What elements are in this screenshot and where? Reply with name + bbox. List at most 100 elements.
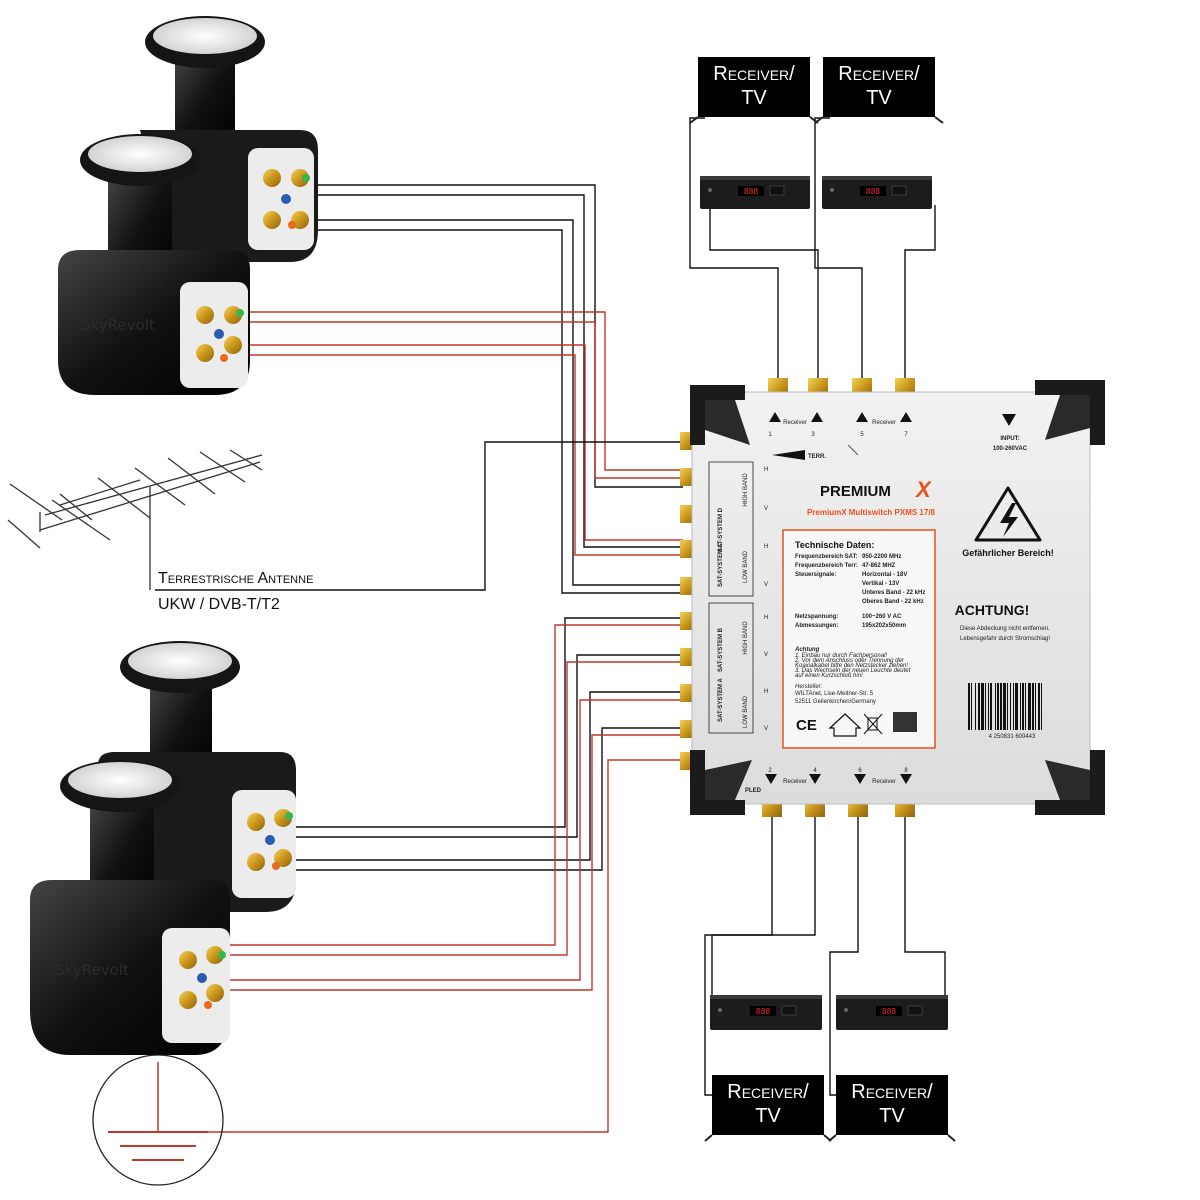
cable-lnb1-d bbox=[312, 229, 683, 594]
tv-top-left: Receiver/ TV bbox=[689, 57, 819, 124]
brand-name: PREMIUM bbox=[820, 483, 891, 500]
h-label: H bbox=[764, 544, 768, 550]
tech-row-label: Steuersignale: bbox=[795, 572, 836, 578]
tv-bottom-left: Receiver/ TV bbox=[704, 1075, 832, 1142]
cable-receiver-1 bbox=[689, 117, 779, 378]
port-label-1: 1 bbox=[768, 432, 772, 438]
receiver-label-top-a: Receiver bbox=[783, 420, 807, 426]
settop-box-bottom-left: 888 bbox=[710, 995, 822, 1030]
h-label: H bbox=[764, 689, 768, 695]
input-label: INPUT: bbox=[1000, 436, 1019, 442]
barcode-bar bbox=[1032, 683, 1034, 730]
tech-row-label: Abmessungen: bbox=[795, 623, 838, 629]
brand-x: X bbox=[914, 477, 932, 502]
cable-lnb1-c bbox=[312, 219, 683, 586]
bottom-receiver-labels: 2 4 6 8 Receiver Receiver PLED bbox=[745, 768, 912, 794]
home-icon bbox=[828, 713, 862, 737]
port-label-8: 8 bbox=[904, 768, 908, 774]
cable-lnb3-c bbox=[295, 691, 683, 861]
note-line: auf einen Kurzschluß hin! bbox=[795, 673, 863, 679]
multiswitch: Receiver Receiver 1 3 5 7 INPUT: 100-260… bbox=[680, 378, 1105, 817]
barcode-bar bbox=[1041, 683, 1042, 730]
barcode-bar bbox=[1010, 683, 1011, 730]
high-band-label: HIGH BAND bbox=[743, 621, 749, 655]
cable-lnb4-b bbox=[228, 661, 683, 956]
cable-receiver-4 bbox=[711, 815, 816, 1005]
low-band-label: LOW BAND bbox=[743, 550, 749, 583]
settop-box-top-left: 888 bbox=[700, 176, 810, 209]
barcode-bar bbox=[1038, 683, 1040, 730]
barcode-number: 4 250831 600443 bbox=[989, 734, 1036, 740]
settop-box-bottom-right: 888 bbox=[836, 995, 948, 1030]
cable-lnb4-c bbox=[228, 699, 683, 981]
barcode-bar bbox=[1022, 683, 1024, 730]
sat-system-b: SAT-SYSTEM B bbox=[718, 627, 724, 672]
port-label-3: 3 bbox=[811, 432, 815, 438]
tv-label-line1: Receiver/ bbox=[713, 63, 795, 85]
cable-terrestrial bbox=[155, 441, 683, 591]
v-label: V bbox=[764, 582, 768, 588]
svg-text:888: 888 bbox=[756, 1007, 771, 1016]
receiver-label-bottom-a: Receiver bbox=[783, 779, 807, 785]
note-line: 2. Vor dem Anschluss oder Trennung der bbox=[794, 658, 905, 664]
danger-text: Gefährlicher Bereich! bbox=[962, 548, 1054, 558]
terr-label: TERR. bbox=[808, 454, 826, 460]
v-label: V bbox=[764, 506, 768, 512]
notes: 1. Einbau nur durch Fachpersonal!2. Vor … bbox=[794, 653, 911, 679]
cable-lnb2-d bbox=[245, 354, 683, 556]
tv-label-line1: Receiver/ bbox=[838, 63, 920, 85]
warning-line-1: Diese Abdeckung nicht entfernen. bbox=[960, 626, 1050, 632]
v-label: V bbox=[764, 652, 768, 658]
achtung-title: ACHTUNG! bbox=[955, 602, 1030, 618]
note-line: Koaxialkabel bitte den Netzstecker ziehe… bbox=[795, 663, 908, 669]
tech-data-rows: Frequenzbereich SAT:950-2200 MHzFrequenz… bbox=[795, 554, 925, 629]
input-value: 100-260VAC bbox=[993, 446, 1028, 452]
receiver-label-bottom-b: Receiver bbox=[872, 779, 896, 785]
tech-row-label: Netzspannung: bbox=[795, 614, 838, 620]
weee-bin-icon bbox=[863, 713, 883, 735]
cable-lnb3-d bbox=[295, 727, 683, 871]
tech-row-value: Oberes Band - 22 kHz bbox=[862, 599, 924, 605]
tech-row-value: Horizontal - 18V bbox=[862, 572, 907, 578]
high-band-label: HIGH BAND bbox=[743, 473, 749, 507]
cable-ground bbox=[140, 759, 683, 1133]
barcode bbox=[968, 683, 1042, 730]
barcode-bar bbox=[981, 683, 984, 730]
barcode-bar bbox=[975, 683, 976, 730]
achtung-small: Achtung bbox=[794, 647, 820, 653]
address-line-2: 52511 Geilenkirchen/Germany bbox=[795, 699, 876, 705]
sat-system-d: SAT-SYSTEM D bbox=[718, 507, 724, 552]
model-name: PremiumX Multiswitch PXMS 17/8 bbox=[807, 508, 936, 517]
terrestrial-antenna bbox=[7, 449, 263, 590]
lnb-2: SkyRevolt bbox=[58, 134, 250, 395]
note-line: 3. Das Wechseln der neuen Leuchte deutet bbox=[795, 668, 911, 674]
port-label-6: 6 bbox=[858, 768, 862, 774]
cable-receiver-2 bbox=[704, 815, 773, 1096]
barcode-bar bbox=[1013, 683, 1014, 730]
antenna-label-line1: Terrestrische Antenne bbox=[158, 570, 313, 587]
barcode-bar bbox=[971, 683, 972, 730]
cable-receiver-5 bbox=[814, 117, 863, 378]
barcode-bar bbox=[1015, 683, 1018, 730]
barcode-bar bbox=[1020, 683, 1021, 730]
cable-receiver-7 bbox=[904, 205, 936, 378]
address-line-1: WILTAnet, Lise-Meitner-Str. 5 bbox=[795, 691, 874, 697]
ground-symbol bbox=[92, 1054, 224, 1186]
barcode-bar bbox=[1025, 683, 1026, 730]
tv-label-line2: TV bbox=[755, 1105, 781, 1127]
barcode-bar bbox=[988, 683, 989, 730]
top-receiver-labels: Receiver Receiver 1 3 5 7 bbox=[768, 412, 912, 438]
sat-system-a: SAT-SYSTEM A bbox=[718, 677, 724, 721]
tv-label-line2: TV bbox=[866, 87, 892, 109]
cable-lnb4-a bbox=[228, 624, 683, 946]
tech-row-value: 195x202x50mm bbox=[862, 623, 906, 629]
cable-receiver-6 bbox=[829, 815, 859, 1096]
tech-row-value: 100~260 V AC bbox=[862, 614, 902, 620]
tech-row-label: Frequenzbereich SAT: bbox=[795, 554, 858, 560]
port-label-4: 4 bbox=[813, 768, 817, 774]
barcode-bar bbox=[997, 683, 999, 730]
hersteller-label: Hersteller: bbox=[795, 684, 823, 690]
port-label-7: 7 bbox=[904, 432, 908, 438]
tv-label-line1: Receiver/ bbox=[851, 1081, 933, 1103]
low-band-label: LOW BAND bbox=[743, 695, 749, 728]
